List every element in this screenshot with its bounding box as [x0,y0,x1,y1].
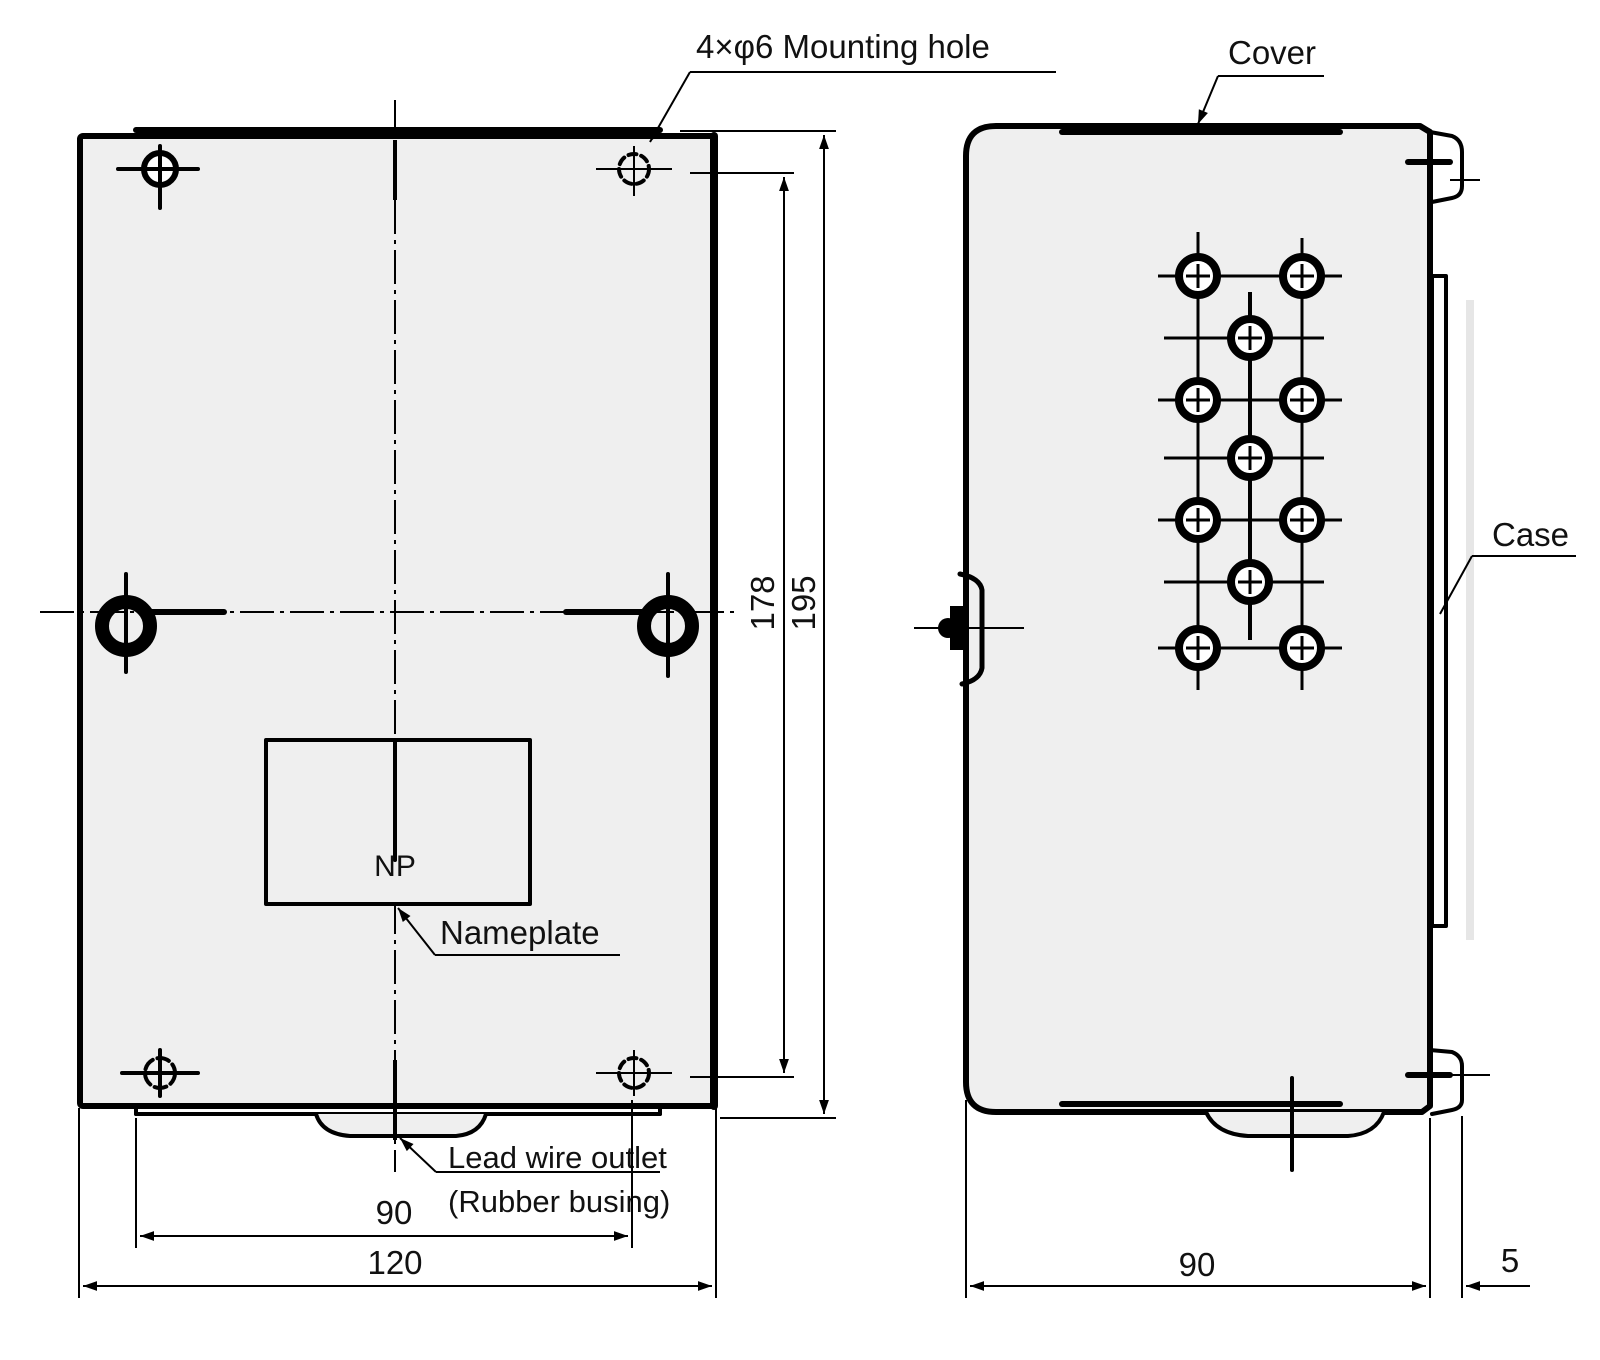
side-hole-right [563,572,699,678]
side-hinge [914,571,1024,687]
nameplate-rect [264,738,532,906]
dim-90-front: 90 [135,1100,633,1248]
dim-195-text: 195 [785,575,822,630]
terminal-block [1158,232,1342,690]
lead-wire-outlet-shape [314,1112,488,1138]
dim-178: 178 [690,172,794,1078]
dim-195: 195 [680,130,836,1119]
mounting-hole-top-right [596,146,672,196]
dim-5-side-text: 5 [1501,1242,1519,1279]
case-label: Case [1492,516,1569,553]
dim-5-side: 5 [1461,1116,1530,1298]
front-body [77,133,717,1109]
mounting-hole-bottom-left [120,1048,200,1098]
dim-120-text: 120 [367,1244,422,1281]
dim-178-text: 178 [744,575,781,630]
lead-wire-outlet-label: Lead wire outlet [448,1140,667,1175]
mounting-hole-label: 4×φ6 Mounting hole [696,28,990,65]
rubber-bushing-label: (Rubber busing) [448,1184,670,1219]
side-view: Cover Case 90 5 [914,34,1576,1298]
dim-90-front-text: 90 [376,1194,413,1231]
side-hole-left [95,572,227,674]
np-label: NP [374,850,416,883]
front-view: NP Nameplate Lead wire outlet (Rubber bu… [40,28,1056,1298]
dim-120: 120 [78,1108,717,1298]
nameplate-label: Nameplate [440,914,600,951]
dim-90-side: 90 [965,1100,1431,1298]
mounting-hole-top-left [116,144,200,210]
cover-label: Cover [1228,34,1316,71]
mounting-hole-bottom-right [596,1050,672,1096]
dim-90-side-text: 90 [1179,1246,1216,1283]
